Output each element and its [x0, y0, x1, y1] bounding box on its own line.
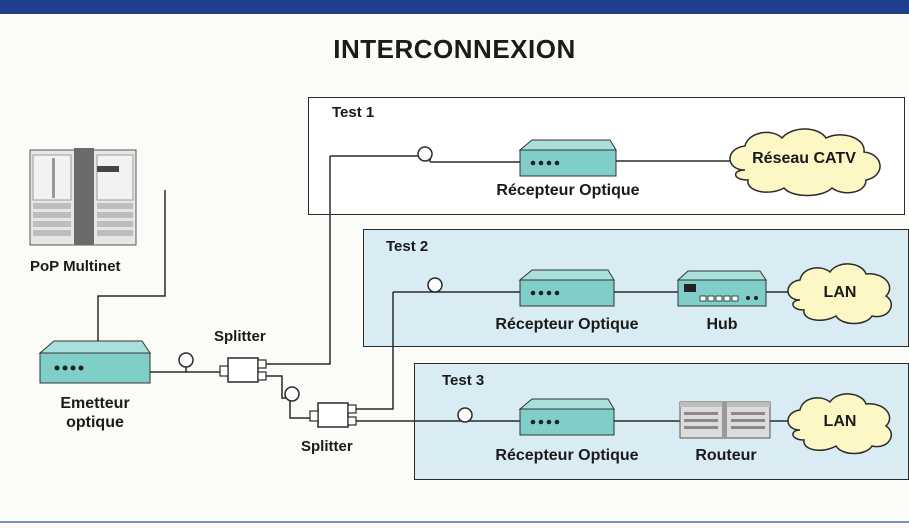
test3-cloud-label: LAN [823, 413, 857, 430]
receiver-device-icon [518, 269, 615, 307]
footer-line [0, 521, 909, 523]
hub-device-icon [676, 270, 767, 307]
test3-device-label: Routeur [695, 447, 757, 464]
test1-receiver-label: Récepteur Optique [496, 182, 640, 199]
splitter1-label: Splitter [214, 328, 266, 345]
emetteur-label-line2: optique [66, 414, 124, 431]
test2-cloud-label: LAN [823, 284, 857, 301]
cloud-icon [787, 393, 892, 455]
splitter-icon [309, 402, 357, 428]
header-bar [0, 0, 909, 14]
test2-receiver-label: Récepteur Optique [495, 316, 639, 333]
splitter2-label: Splitter [301, 438, 353, 455]
test2-device-label: Hub [706, 316, 738, 333]
test3-label: Test 3 [442, 372, 485, 389]
cloud-icon [787, 263, 892, 325]
pop-label: PoP Multinet [30, 258, 121, 275]
router-device-icon [679, 401, 771, 439]
test2-label: Test 2 [386, 238, 429, 255]
test1-cloud-label: Réseau CATV [752, 150, 856, 167]
emetteur-label-line1: Emetteur [60, 395, 130, 412]
pop-rack-icon [29, 148, 137, 246]
emitter-device-icon [38, 340, 151, 384]
test3-receiver-label: Récepteur Optique [495, 447, 639, 464]
receiver-device-icon [518, 139, 617, 177]
splitter-icon [219, 357, 267, 383]
test1-label: Test 1 [332, 104, 375, 121]
cloud-icon [729, 128, 881, 197]
diagram-title: INTERCONNEXION [333, 34, 576, 64]
receiver-device-icon [518, 398, 615, 436]
fiber-loop-icon [178, 352, 194, 368]
